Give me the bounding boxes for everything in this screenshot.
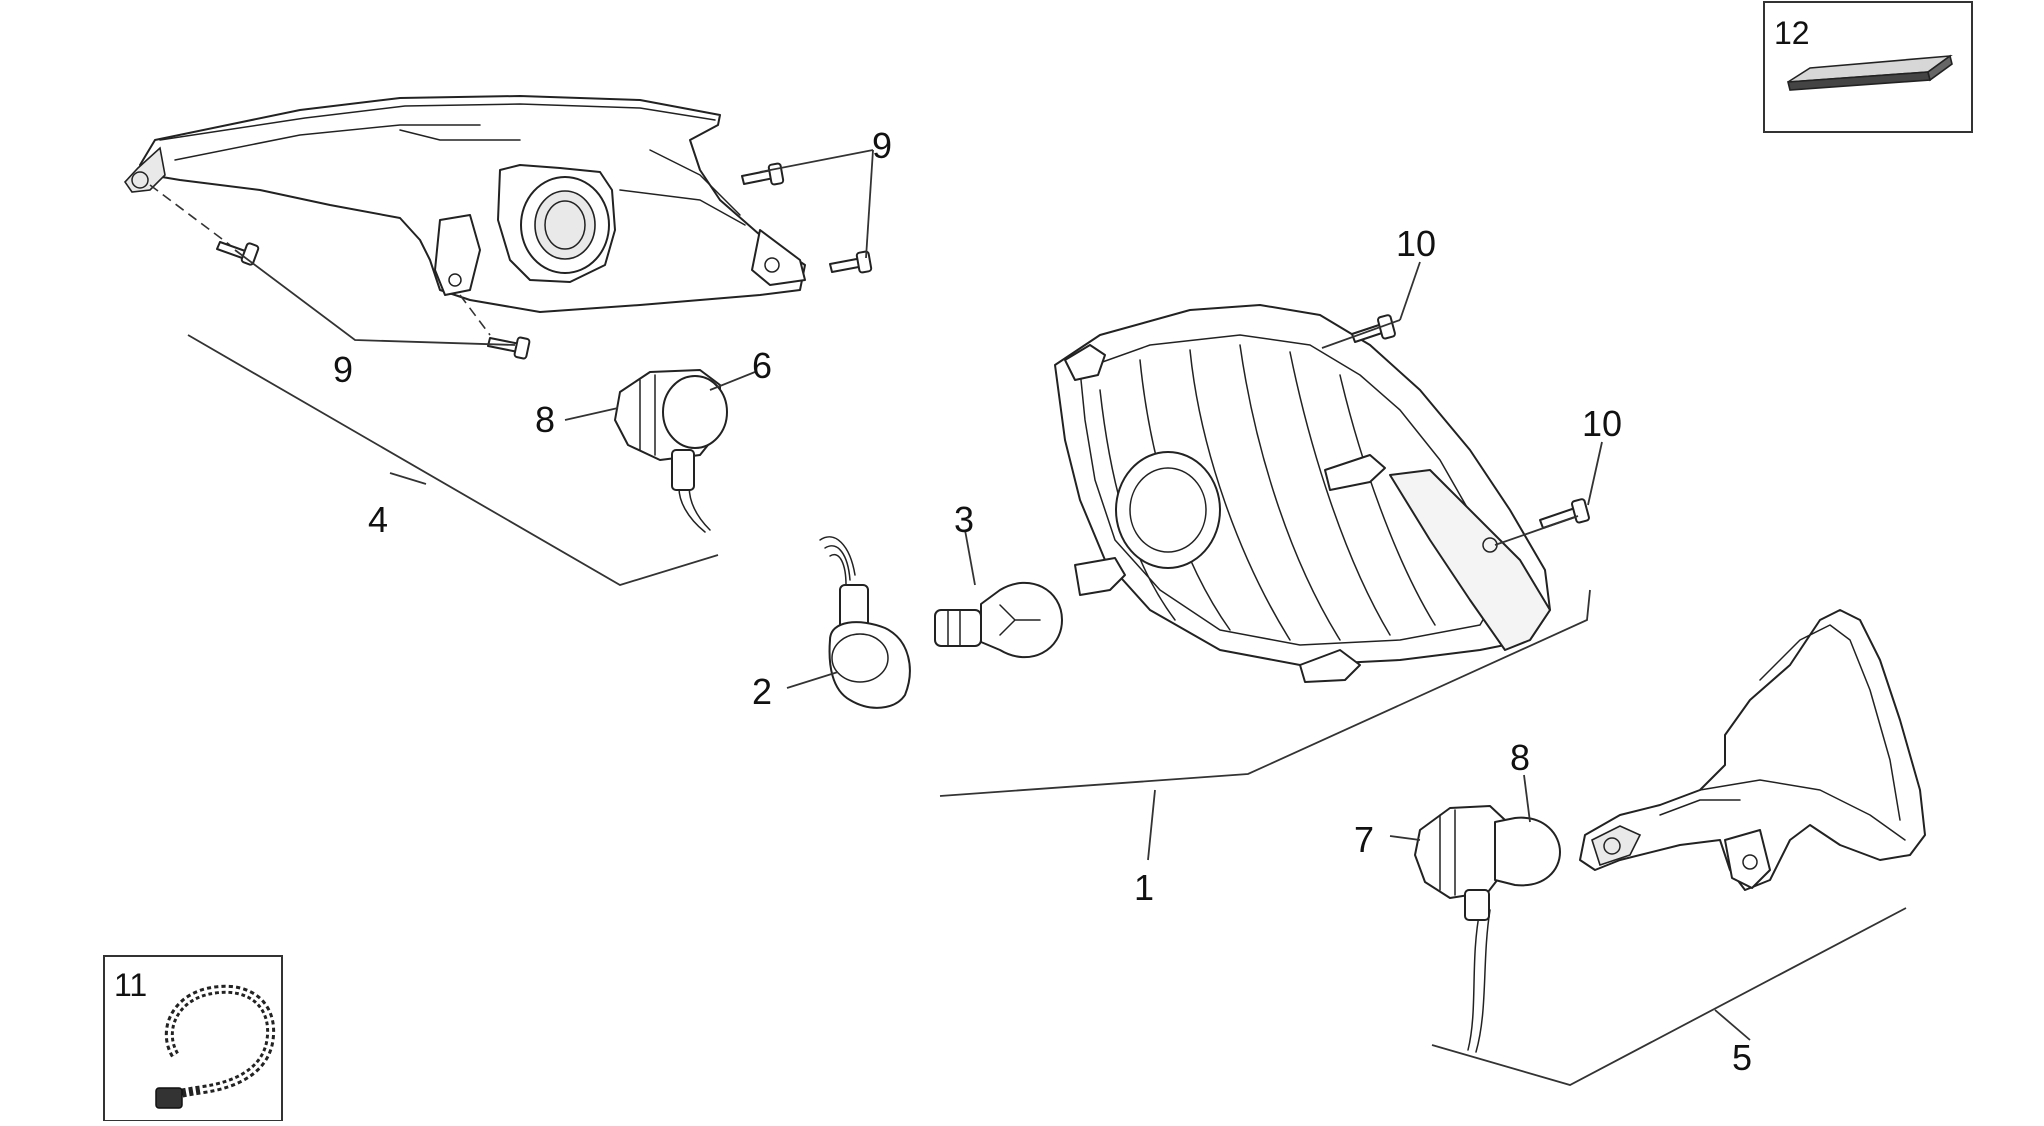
group-bracket-4 <box>187 334 719 586</box>
leader-2 <box>786 671 839 689</box>
screw-10-right <box>1539 498 1590 529</box>
bulb-socket-6 <box>614 369 728 533</box>
callout-8-lower: 8 <box>1510 737 1530 778</box>
screw-9-left <box>216 241 260 266</box>
screw-9-top-a <box>741 162 785 186</box>
bulb-3 <box>934 581 1063 659</box>
leader-8-lower <box>1523 774 1531 823</box>
indicator-housing-right <box>1579 609 1926 891</box>
callout-9-top: 9 <box>872 125 892 166</box>
leader-6 <box>709 371 756 391</box>
leader-9-top-b <box>865 149 874 259</box>
callout-1: 1 <box>1134 867 1154 908</box>
callout-2: 2 <box>752 671 772 712</box>
screw-axis-left <box>149 184 231 246</box>
callout-10-top: 10 <box>1396 223 1436 264</box>
screw-9-bottom <box>487 336 531 360</box>
leader-9-bottom <box>234 249 516 346</box>
callout-9-bottom: 9 <box>333 349 353 390</box>
leader-10-right-b <box>1494 515 1579 546</box>
callout-3: 3 <box>954 499 974 540</box>
group-bracket-1 <box>939 589 1591 797</box>
callout-12: 12 <box>1774 15 1810 51</box>
callout-4: 4 <box>368 499 388 540</box>
leader-10-right <box>1587 441 1603 506</box>
leader-8-upper <box>564 407 619 421</box>
leader-10-top-b <box>1321 319 1401 349</box>
bulb-socket-7 <box>1414 805 1561 1053</box>
leader-3 <box>964 529 976 586</box>
callout-11: 11 <box>114 967 147 1003</box>
screw-axis-bottom <box>459 294 491 336</box>
callout-7: 7 <box>1354 819 1374 860</box>
callout-6: 6 <box>752 345 772 386</box>
group-bracket-5 <box>1431 907 1907 1086</box>
leader-9-top-a <box>759 149 874 173</box>
callout-10-right: 10 <box>1582 403 1622 444</box>
leader-4 <box>389 472 427 485</box>
callout-5: 5 <box>1732 1037 1752 1078</box>
leader-5 <box>1714 1009 1751 1041</box>
leader-7 <box>1389 835 1421 841</box>
indicator-housing-left <box>123 95 806 313</box>
leader-10-top <box>1399 261 1421 321</box>
leader-1 <box>1147 789 1156 861</box>
connector-2 <box>819 536 911 709</box>
callout-8-upper: 8 <box>535 399 555 440</box>
screw-9-top-b <box>829 250 873 274</box>
indicator-lens-front <box>1054 304 1551 683</box>
box-12 <box>1763 1 1973 133</box>
screw-10-top <box>1351 314 1396 343</box>
